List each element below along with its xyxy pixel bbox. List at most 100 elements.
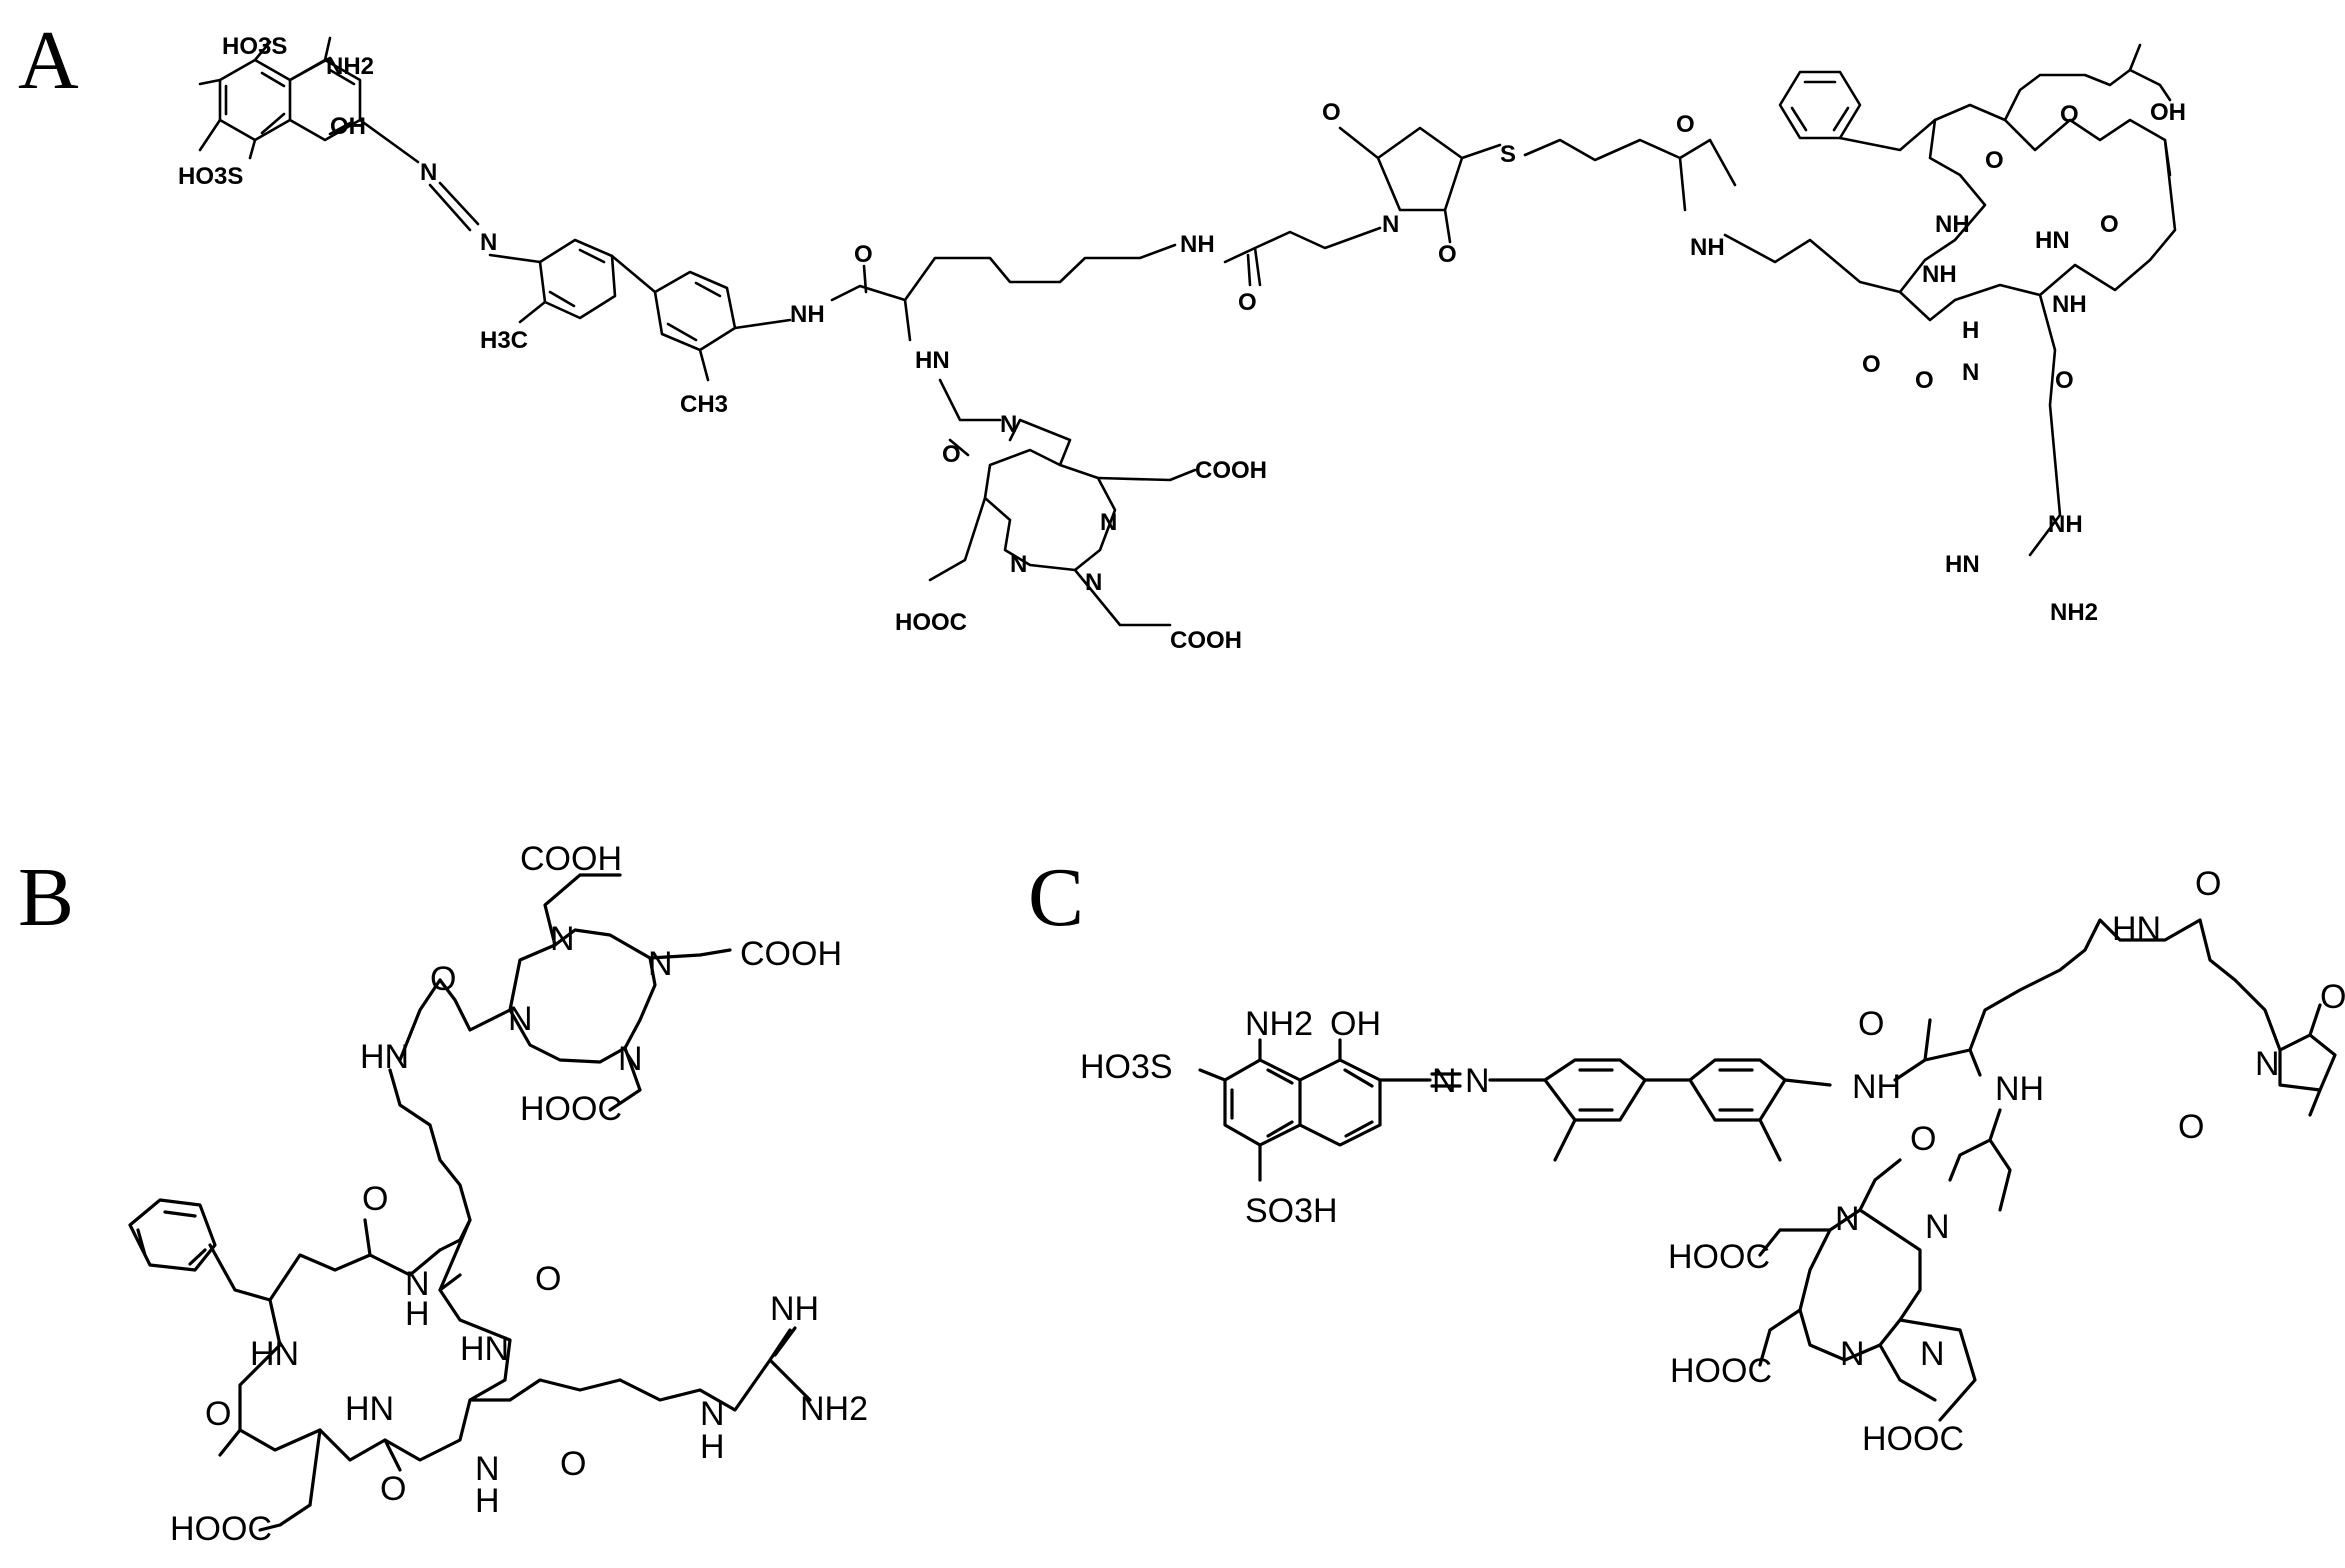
structure-a: HO3S NH2 OH HO3S N N H3C CH3 NH O HN O N… (178, 33, 2186, 654)
atom-label: HN (1945, 551, 1980, 578)
atom-label: HN (915, 347, 950, 374)
bond-path (698, 318, 792, 382)
atom-label: O (2320, 978, 2345, 1016)
atom-label: HOOC (170, 1510, 272, 1548)
atom-label: OH (2150, 99, 2186, 126)
bond-path (1798, 1208, 1922, 1362)
bond-path (1223, 226, 1382, 287)
structure-c-bonds (1198, 918, 2337, 1422)
atom-label: O (535, 1260, 561, 1298)
atom-label: NH (1180, 231, 1215, 258)
structure-c: NH2 OH HO3S SO3H N N O NH NH O N N N N H… (1080, 865, 2345, 1458)
bond-path (218, 1218, 622, 1507)
atom-label: H (405, 1295, 430, 1333)
bond-path (1758, 1078, 1832, 1162)
atom-label: O (1238, 289, 1257, 316)
bond-path (1430, 1072, 1462, 1088)
bond-path (928, 418, 1197, 627)
bond-path (1553, 1078, 1692, 1162)
bond-path (1223, 1058, 1302, 1147)
atom-label: O (560, 1445, 586, 1483)
atom-label: O (1322, 99, 1341, 126)
panel-label-c: C (1028, 851, 1084, 944)
atom-label: NH (790, 301, 825, 328)
atom-label: O (205, 1395, 231, 1433)
atom-label: NH (1995, 1070, 2044, 1108)
atom-label: N (1925, 1208, 1950, 1246)
atom-label: N (1962, 359, 1979, 386)
atom-label: NH (1690, 234, 1725, 261)
atom-label: N (1100, 509, 1117, 536)
atom-label: O (1862, 351, 1881, 378)
bond-path (1758, 1158, 1977, 1422)
atom-label: NH2 (2050, 599, 2098, 626)
bond-path (1948, 1048, 2012, 1212)
bond-path (518, 254, 657, 324)
structure-b: COOH COOH N N N N O HN HOOC O O N H HN H… (128, 840, 868, 1548)
atom-label: N (475, 1450, 500, 1488)
atom-label: O (1985, 147, 2004, 174)
bond-path (208, 1243, 312, 1532)
atom-label: NH (1852, 1068, 1901, 1106)
bond-path (1523, 138, 1737, 212)
atom-label: HOOC (895, 609, 967, 636)
atom-label: O (1910, 1120, 1936, 1158)
bond-path (388, 978, 472, 1252)
structure-a-atoms: HO3S NH2 OH HO3S N N H3C CH3 NH O HN O N… (178, 33, 2186, 654)
atom-label: O (1858, 1005, 1884, 1043)
atom-label: H (1962, 317, 1979, 344)
bond-path (830, 243, 1177, 302)
bond-path (198, 36, 332, 160)
atom-label: NH (1935, 211, 1970, 238)
bond-path (1723, 233, 1902, 294)
bond-path (653, 270, 737, 352)
atom-label: N (480, 229, 497, 256)
atom-label: N (648, 945, 673, 983)
atom-label: HN (2112, 910, 2161, 948)
atom-label: N (405, 1265, 430, 1303)
atom-label: NH (770, 1290, 819, 1328)
atom-label: HN (345, 1390, 394, 1428)
atom-label: NH (2052, 291, 2087, 318)
atom-label: N (508, 1000, 533, 1038)
atom-label: N (550, 920, 575, 958)
atom-label: OH (330, 113, 366, 140)
atom-label: N (700, 1395, 725, 1433)
atom-label: O (430, 960, 456, 998)
bond-path (2198, 918, 2337, 1117)
bond-path (2028, 293, 2062, 557)
atom-label: HOOC (1668, 1238, 1770, 1276)
atom-label: O (854, 241, 873, 268)
atom-label: O (942, 441, 961, 468)
bond-path (1338, 126, 1502, 244)
structure-c-atoms: NH2 OH HO3S SO3H N N O NH NH O N N N N H… (1080, 865, 2345, 1458)
atom-label: COOH (1195, 457, 1267, 484)
bond-path (1893, 918, 2202, 1082)
atom-label: HOOC (1862, 1420, 1964, 1458)
atom-label: O (362, 1180, 388, 1218)
atom-label: N (1465, 1062, 1490, 1100)
bond-path (1198, 1038, 1547, 1182)
atom-label: O (2178, 1108, 2204, 1146)
atom-label: HN (250, 1335, 299, 1373)
bond-path (1898, 103, 2172, 294)
bond-path (218, 58, 292, 142)
atom-label: N (1432, 1062, 1457, 1100)
atom-label: HO3S (222, 33, 287, 60)
atom-label: SO3H (1245, 1192, 1338, 1230)
atom-label: O (1915, 367, 1934, 394)
atom-label: O (2060, 101, 2079, 128)
atom-label: HOOC (520, 1090, 622, 1128)
atom-label: N (1835, 1200, 1860, 1238)
atom-label: CH3 (680, 391, 728, 418)
atom-label: OH (1330, 1005, 1381, 1043)
atom-label: NH2 (1245, 1005, 1313, 1043)
atom-label: H (475, 1482, 500, 1520)
atom-label: HO3S (178, 163, 243, 190)
bond-path (983, 448, 1117, 572)
bond-path (1543, 1058, 1647, 1122)
bond-path (128, 1198, 217, 1272)
atom-label: O (2055, 367, 2074, 394)
atom-label: NH (2048, 511, 2083, 538)
bond-path (538, 238, 617, 320)
